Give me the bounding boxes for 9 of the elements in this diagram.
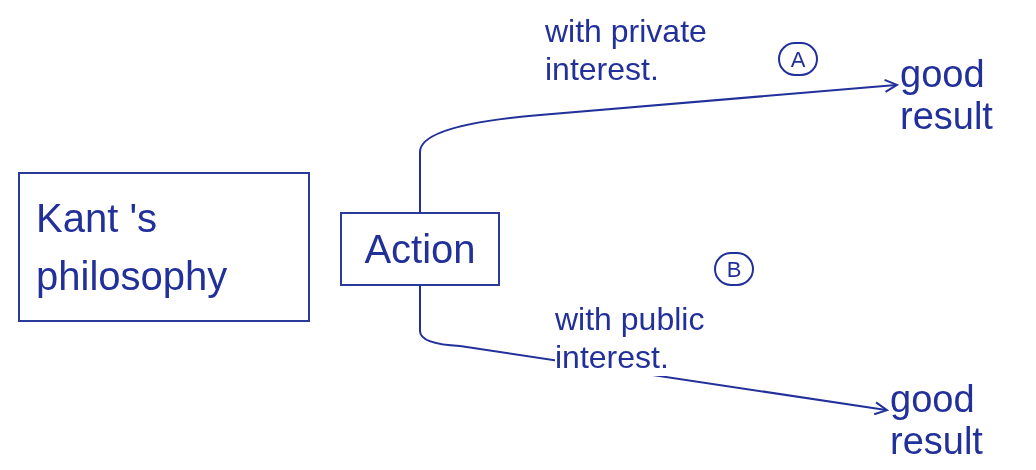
node-text: Action bbox=[364, 226, 476, 273]
node-text: good result bbox=[890, 378, 984, 462]
circled-letter: A bbox=[778, 42, 818, 76]
circled-letter: B bbox=[714, 252, 754, 286]
node-text: good result bbox=[900, 53, 994, 137]
node-text: Kant 's philosophy bbox=[36, 195, 229, 300]
concept-box bbox=[340, 212, 500, 286]
concept-box bbox=[18, 172, 310, 322]
arrow bbox=[419, 78, 898, 213]
